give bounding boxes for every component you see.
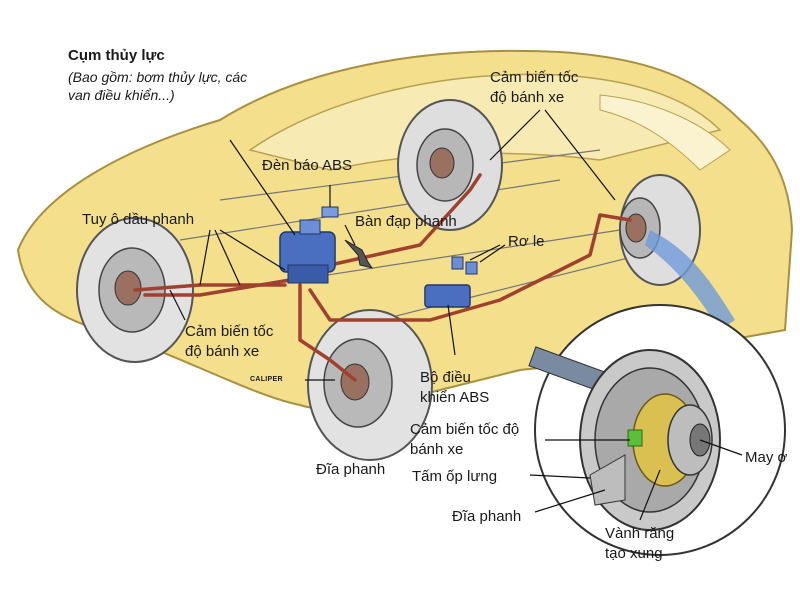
abs-controller <box>424 284 471 308</box>
front-right-wheel <box>307 309 433 461</box>
hydraulic-unit <box>279 219 336 284</box>
front-wheel-speed-sensor-label-2: độ bánh xe <box>185 343 260 360</box>
relay-label: Rơ le <box>508 233 545 250</box>
relays <box>451 256 478 275</box>
abs-warning-light <box>321 206 339 218</box>
hydraulic-unit-title: Cụm thủy lực <box>68 47 165 64</box>
front-wheel-speed-sensor-label-1: Cảm biến tốc <box>185 323 274 340</box>
hub-label: May ơ <box>745 449 788 466</box>
abs-controller-label-2: khiển ABS <box>420 389 490 406</box>
tone-ring-label-2: tạo xung <box>605 545 663 562</box>
rear-wheel-speed-sensor-label-1: Cảm biến tốc <box>490 69 579 86</box>
hydraulic-unit-note: (Bao gồm: bơm thủy lực, các van điều khi… <box>68 69 248 103</box>
abs-controller-label-1: Bộ điều <box>420 369 471 386</box>
car-rear-window <box>599 94 731 171</box>
rear-wheel-speed-sensor-label-2: độ bánh xe <box>490 89 565 106</box>
brake-hose-label: Tuy ô dầu phanh <box>82 211 195 228</box>
brake-pedal-label: Bàn đạp phanh <box>355 213 457 230</box>
caliper-label: CALIPER <box>250 376 283 383</box>
brake-disc-detail-label: Đĩa phanh <box>452 508 522 525</box>
rear-left-wheel <box>397 99 503 231</box>
detail-sensor-label-1: Cảm biến tốc độ <box>410 421 520 438</box>
tone-ring-label-1: Vành răng <box>605 525 675 542</box>
brake-pedal <box>344 239 374 269</box>
zoom-cone <box>645 230 735 330</box>
detail-sensor-label-2: bánh xe <box>410 441 464 458</box>
abs-warning-light-label: Đèn báo ABS <box>262 157 353 174</box>
brake-disc-left-label: Đĩa phanh <box>316 461 386 478</box>
leader-lines <box>169 109 743 521</box>
backing-plate-label: Tấm ốp lưng <box>412 468 498 485</box>
